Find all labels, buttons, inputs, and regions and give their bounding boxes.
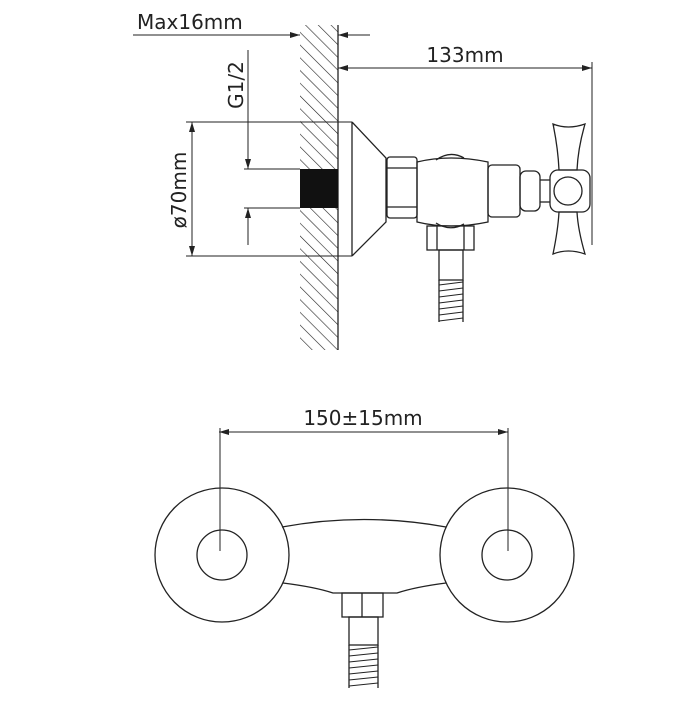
left-inlet	[196, 529, 248, 581]
right-inlet	[481, 529, 533, 581]
body-top-edge	[281, 518, 447, 528]
body-bottom-edge	[282, 582, 447, 594]
connection-nut	[386, 156, 418, 219]
projection-label: 133mm	[426, 43, 503, 67]
thread-label: G1/2	[224, 61, 248, 109]
wall-thickness-label: Max16mm	[137, 10, 243, 34]
flange-diameter-label: ø70mm	[167, 152, 191, 229]
left-wall-flange	[154, 487, 290, 623]
handle-hub	[549, 169, 591, 213]
pipe-connection	[300, 169, 338, 208]
valve-body	[416, 157, 489, 227]
valve-cartridge	[487, 164, 521, 218]
right-wall-flange	[439, 487, 575, 623]
faucet-side	[351, 121, 591, 322]
front-view: 150±15mm	[154, 406, 575, 688]
side-view: Max16mm 133mm G1/2 ø70mm	[133, 10, 593, 350]
flange	[351, 121, 387, 257]
front-hose-fitting	[348, 616, 379, 646]
outlet-nut	[426, 225, 475, 251]
valve-collar	[519, 170, 541, 212]
hose-fitting	[438, 249, 464, 281]
front-hose	[348, 645, 379, 688]
handle-blade-top	[552, 122, 586, 171]
hose	[438, 280, 464, 322]
handle-blade-bottom	[552, 211, 586, 256]
center-distance-label: 150±15mm	[303, 406, 422, 430]
